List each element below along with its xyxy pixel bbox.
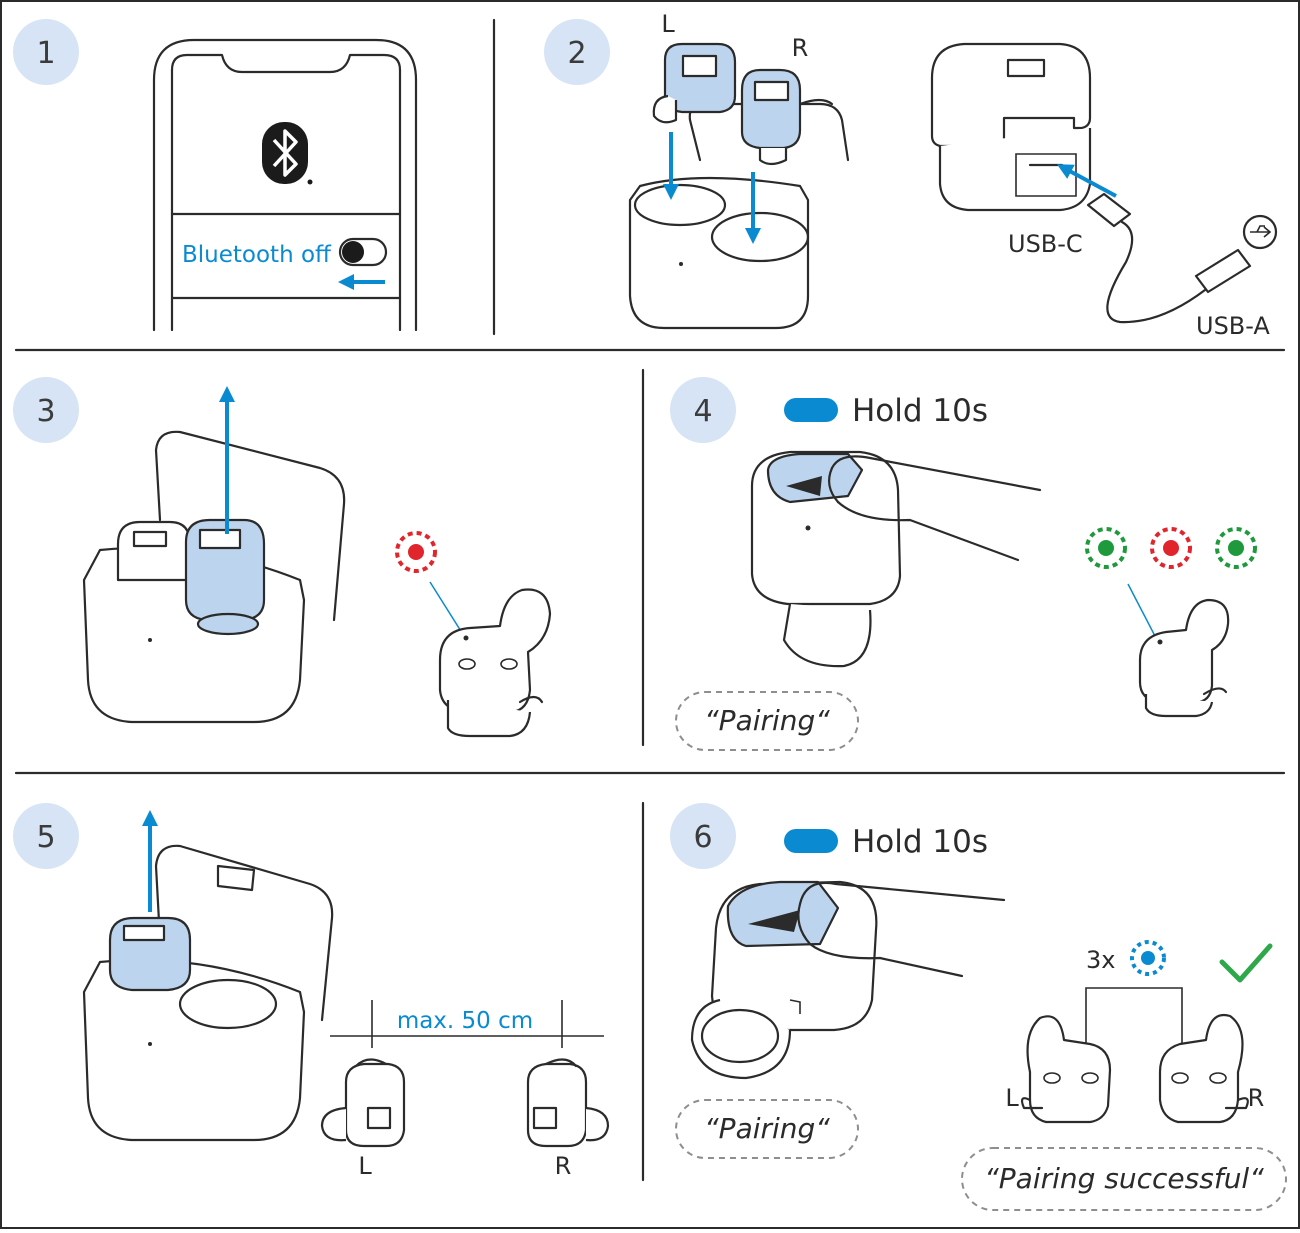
earbud-right-back	[1158, 1013, 1249, 1124]
earbud-left-in-case	[116, 520, 192, 582]
usb-c-plug	[1086, 192, 1132, 228]
panel-step-4: 4 Hold 10s “Pairing“	[670, 377, 1257, 751]
bluetooth-icon	[262, 122, 313, 185]
finger	[830, 455, 1042, 562]
red-led-indicator	[1150, 527, 1192, 569]
step-badge-2	[544, 19, 610, 85]
pairing-success-prompt: “Pairing successful“	[984, 1162, 1264, 1195]
bluetooth-off-label: Bluetooth off	[182, 242, 332, 268]
step-number-1: 1	[36, 36, 55, 71]
panel-step-1: 1 Bluetooth off	[13, 19, 418, 332]
usb-a-label: USB-A	[1196, 312, 1270, 340]
earbud-right-lifted	[184, 518, 266, 636]
case-slot-right	[710, 211, 810, 263]
step-number-4: 4	[693, 394, 712, 429]
blink-count-label: 3x	[1086, 946, 1115, 974]
pairing-prompt: “Pairing“	[704, 704, 830, 737]
panel-step-2: 2 L R	[544, 10, 1278, 340]
led-sequence-indicators	[1085, 527, 1257, 569]
usb-a-plug	[1194, 248, 1252, 294]
step-number-3: 3	[36, 394, 55, 429]
distance-label: max. 50 cm	[397, 1008, 533, 1034]
case-lid-open	[154, 430, 346, 622]
green-led-indicator-2	[1215, 527, 1257, 569]
usb-c-port	[1015, 153, 1077, 197]
case-led-dot	[679, 262, 683, 266]
led-pointer-line	[1127, 583, 1157, 639]
case-led-dot	[148, 1042, 152, 1046]
earbud-left-front	[320, 1058, 406, 1148]
earbud-left	[652, 42, 737, 124]
earbud-right-label: R	[1248, 1084, 1265, 1112]
hold-duration-label: Hold 10s	[852, 393, 988, 429]
blue-led-indicator	[1130, 940, 1166, 976]
closed-case-body	[938, 128, 1092, 212]
phone-outline	[152, 38, 418, 332]
earbud-right-label: R	[555, 1152, 572, 1180]
earbud-left-label: L	[358, 1152, 372, 1180]
earbud-right-detail	[438, 588, 552, 738]
case-led-dot	[148, 638, 152, 642]
step-badge-1	[13, 19, 79, 85]
step-badge-3	[13, 377, 79, 443]
plug-in-arrow	[1056, 164, 1117, 198]
earbud-touch-closeup	[690, 880, 878, 1080]
pairing-success-box	[961, 1147, 1287, 1211]
hold-touch-icon	[784, 398, 838, 422]
panel-step-5: 5 max. 50 cm L R	[13, 803, 610, 1180]
usb-symbol-icon	[1242, 214, 1278, 250]
led-bracket	[1085, 987, 1183, 1052]
step-badge-6	[670, 803, 736, 869]
step-badge-4	[670, 377, 736, 443]
usb-cable	[1106, 220, 1207, 324]
hold-duration-label: Hold 10s	[852, 824, 988, 860]
green-led-indicator-1	[1085, 527, 1127, 569]
closed-case-lid	[930, 42, 1092, 148]
earbud-touch-closeup	[750, 450, 902, 668]
pairing-prompt-box	[675, 691, 859, 751]
step-number-5: 5	[36, 820, 55, 855]
pairing-prompt: “Pairing“	[704, 1112, 830, 1145]
earbud-right-front	[526, 1058, 610, 1148]
earbud-right-detail	[1138, 598, 1230, 718]
case-logo	[1006, 58, 1046, 78]
red-led-indicator	[395, 531, 437, 573]
panel-step-6: 6 Hold 10s 3x	[670, 803, 1287, 1211]
case-lid-open	[154, 844, 334, 1022]
usb-c-label: USB-C	[1008, 230, 1083, 258]
earbud-right-label: R	[792, 34, 809, 62]
finger	[798, 881, 1006, 978]
pairing-prompt-box	[675, 1099, 859, 1159]
led-pointer-line	[429, 581, 465, 637]
earbud-right	[740, 68, 834, 166]
step-badge-5	[13, 803, 79, 869]
earbud-left-label: L	[1005, 1084, 1019, 1112]
success-check-icon	[1219, 943, 1273, 983]
case-slot-right	[178, 978, 278, 1030]
step-number-2: 2	[567, 36, 586, 71]
charging-case	[628, 176, 810, 330]
phone-screen	[170, 53, 402, 332]
bluetooth-toggle-switch[interactable]	[338, 237, 388, 267]
hold-touch-icon	[784, 829, 838, 853]
case-slot-left	[633, 183, 727, 227]
panel-step-3: 3	[13, 377, 552, 738]
earbud-left-label: L	[661, 10, 675, 38]
earbud-left-lifted	[108, 916, 192, 992]
step-number-6: 6	[693, 820, 712, 855]
earbud-left-back	[1020, 1015, 1112, 1124]
